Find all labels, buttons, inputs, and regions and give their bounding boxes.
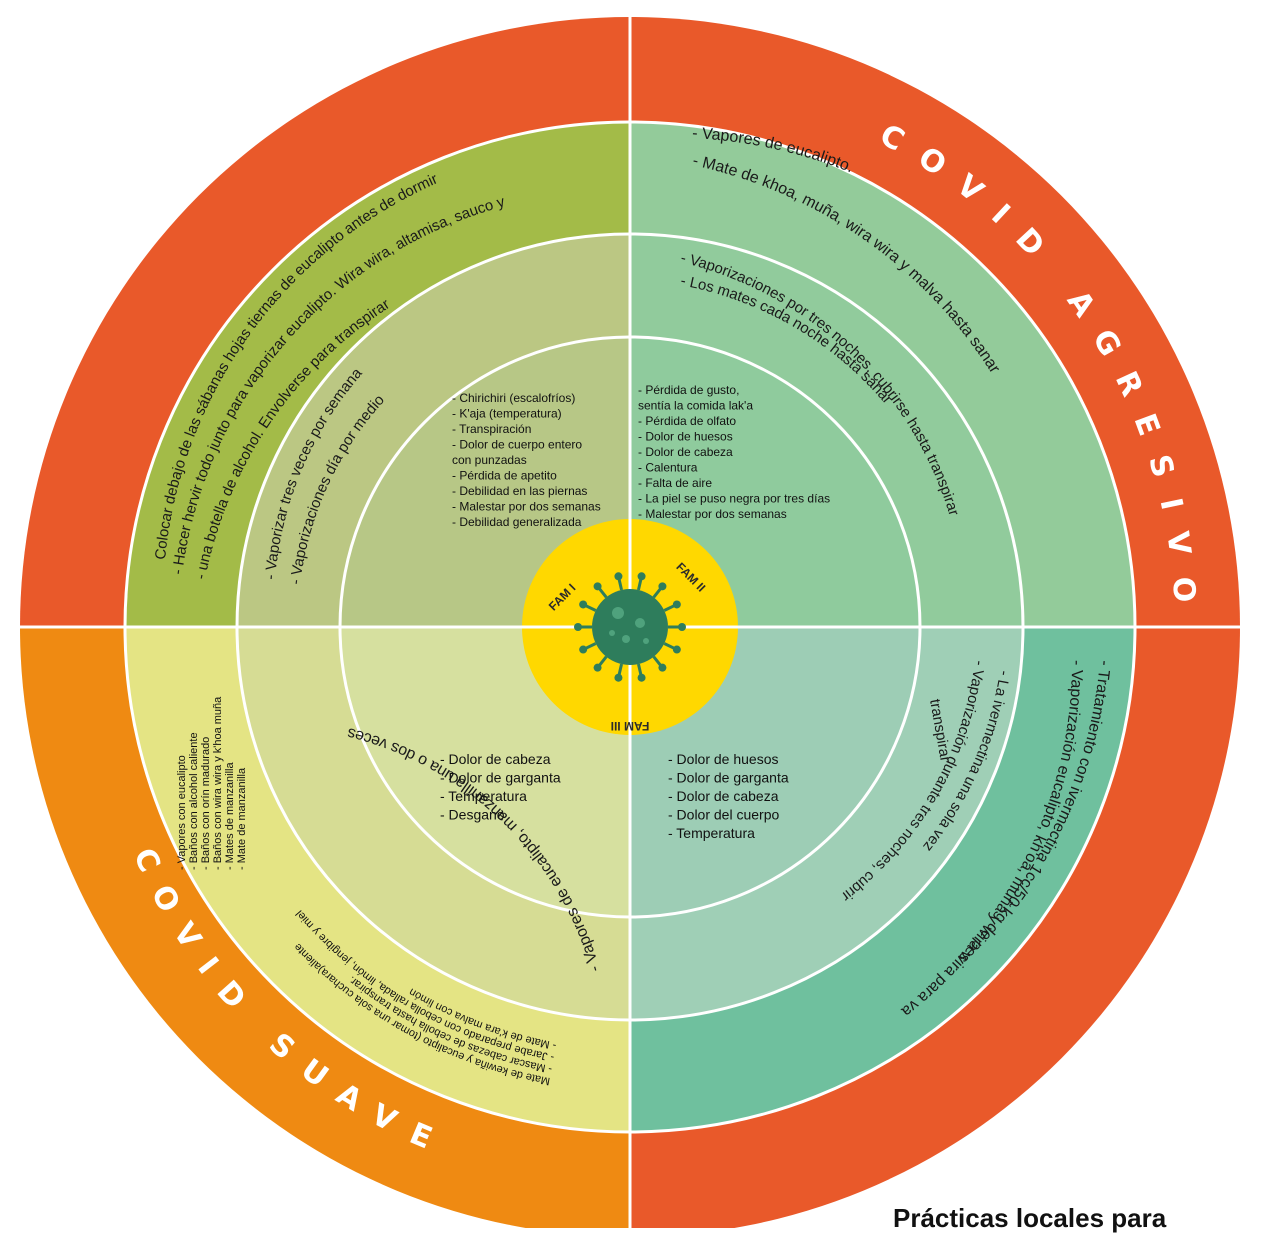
virus-spike-tip — [614, 673, 623, 682]
symptom-item: - La piel se puso negra por tres días — [638, 492, 830, 506]
symptom-item: - Dolor de garganta — [440, 770, 561, 786]
virus-spike-tip — [637, 673, 646, 682]
symptom-item: - Calentura — [638, 461, 698, 475]
remedy-item: - Baños con orín madurado — [200, 737, 212, 870]
virus-spike-tip — [658, 663, 667, 672]
virus-spot — [643, 638, 649, 644]
virus-spike-tip — [593, 663, 602, 672]
remedy-item: - Mates de manzanilla — [224, 762, 236, 870]
virus-spike-tip — [658, 582, 667, 591]
virus-spike-tip — [579, 645, 588, 654]
fam3-label: FAM III — [611, 719, 650, 733]
symptom-item: - Dolor de huesos — [668, 751, 779, 767]
symptom-item: - K'aja (temperatura) — [452, 407, 562, 421]
symptom-item: - Pérdida de gusto, — [638, 383, 739, 397]
symptom-item: - Dolor de cabeza — [668, 788, 779, 804]
symptom-item: - Dolor de cabeza — [440, 751, 551, 767]
remedy-item: - Baños con alcohol caliente — [188, 732, 200, 870]
symptom-item: - Debilidad generalizada — [452, 515, 582, 529]
virus-spike-tip — [672, 600, 681, 609]
symptom-item: - Dolor de garganta — [668, 770, 789, 786]
symptom-item: - Pérdida de olfato — [638, 414, 736, 428]
remedy-item: - Vapores con eucalipto — [176, 755, 188, 870]
virus-spike-tip — [593, 582, 602, 591]
symptom-item: - Transpiración — [452, 422, 531, 436]
virus-spike-tip — [678, 623, 686, 631]
virus-spot — [635, 618, 645, 628]
symptom-item: - Temperatura — [668, 825, 755, 841]
symptom-item: - Dolor de huesos — [638, 430, 733, 444]
symptom-item: sentía la comida lak'a — [638, 399, 753, 413]
symptom-item: - Dolor del cuerpo — [668, 807, 779, 823]
virus-icon — [574, 572, 686, 682]
symptom-item: - Malestar por dos semanas — [452, 500, 601, 514]
symptom-item: - Temperatura — [440, 788, 527, 804]
symptom-item: con punzadas — [452, 453, 527, 467]
symptom-item: - Desgano — [440, 807, 505, 823]
remedy-item: - Mate de manzanilla — [236, 767, 248, 870]
fam3-outer-vertical-list: - Vapores con eucalipto- Baños con alcoh… — [176, 696, 248, 870]
virus-spike-tip — [637, 572, 646, 581]
symptom-item: - Pérdida de apetito — [452, 469, 557, 483]
symptom-item: - Falta de aire — [638, 476, 712, 490]
symptom-item: - Malestar por dos semanas — [638, 507, 787, 521]
virus-spot — [622, 635, 630, 643]
fam2-symptoms-list: - Pérdida de gusto, sentía la comida lak… — [638, 383, 830, 521]
symptom-item: - Debilidad en las piernas — [452, 484, 587, 498]
symptom-item: - Chirichiri (escalofríos) — [452, 391, 575, 405]
virus-spot — [609, 630, 615, 636]
remedy-item: - Baños con wira wira y k'hoa muña — [212, 696, 224, 870]
fam1-symptoms-list: - Chirichiri (escalofríos) - K'aja (tempe… — [452, 391, 601, 529]
virus-spike-tip — [574, 623, 582, 631]
virus-body — [592, 589, 668, 665]
virus-spot — [612, 607, 624, 619]
fam3-symptoms-list: - Dolor de cabeza - Dolor de garganta - Te… — [440, 751, 561, 823]
symptom-item: - Dolor de cuerpo entero — [452, 438, 582, 452]
virus-spike-tip — [672, 645, 681, 654]
fam4-symptoms-list: - Dolor de huesos - Dolor de garganta - Do… — [668, 751, 789, 841]
footer-title: Prácticas locales para — [893, 1203, 1167, 1233]
virus-spike-tip — [614, 572, 623, 581]
virus-spike-tip — [579, 600, 588, 609]
symptom-item: - Dolor de cabeza — [638, 445, 733, 459]
